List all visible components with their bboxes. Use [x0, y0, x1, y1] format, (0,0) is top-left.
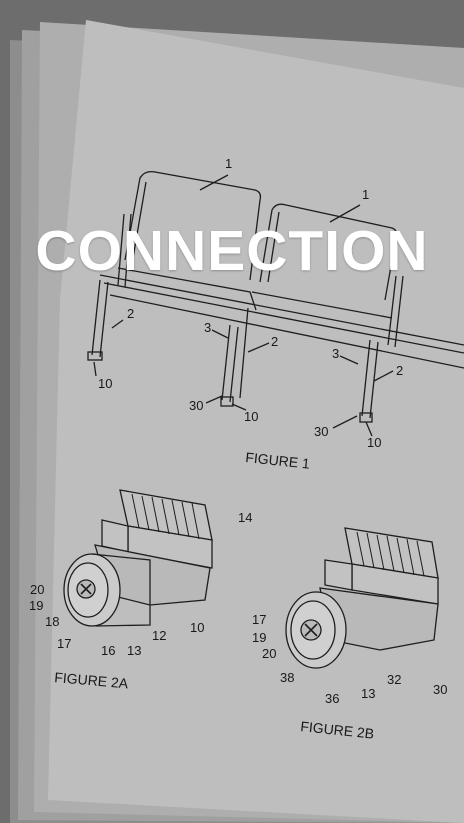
fig1-label-foot-left: 10	[98, 376, 112, 391]
fig2b-label-36: 36	[325, 691, 339, 706]
figure-2a-caption: FIGURE 2A	[54, 669, 130, 691]
figure-1-labels: 1 1 2 2 2 3 3 10 30 10 30 10 FIGURE 1	[98, 156, 403, 472]
figure-2b-caption: FIGURE 2B	[300, 718, 375, 742]
figure-1-drawing	[87, 170, 464, 437]
fig1-label-leg-right: 2	[396, 363, 403, 378]
fig1-label-beam-mid: 3	[204, 320, 211, 335]
fig1-label-seat-right: 1	[362, 187, 369, 202]
fig1-label-seat-left: 1	[225, 156, 232, 171]
fig2a-label-13: 13	[127, 643, 141, 658]
figure-2b-ribs	[356, 531, 425, 577]
figure-2a-labels: 14 20 19 18 17 16 13 12 10 FIGURE 2A	[29, 510, 252, 691]
fig1-label-foot-right-a: 30	[314, 424, 328, 439]
fig1-label-foot-mid-b: 10	[244, 409, 258, 424]
fig2a-label-14: 14	[238, 510, 252, 525]
fig2a-label-16: 16	[101, 643, 115, 658]
headline-title: CONNECTION	[35, 219, 429, 283]
fig2b-label-38: 38	[280, 670, 294, 685]
figure-2a-drawing	[63, 489, 213, 627]
fig1-label-foot-mid-a: 30	[189, 398, 203, 413]
fig2a-label-18: 18	[45, 614, 59, 629]
fig2b-label-13: 13	[361, 686, 375, 701]
fig2a-label-10: 10	[190, 620, 204, 635]
fig2b-label-19: 19	[252, 630, 266, 645]
figure-2a-ribs	[131, 493, 200, 540]
fig1-label-foot-right-b: 10	[367, 435, 381, 450]
fig1-label-beam-right: 3	[332, 346, 339, 361]
figure-1-caption: FIGURE 1	[245, 449, 311, 472]
fig2a-label-17: 17	[57, 636, 71, 651]
fig2a-label-19: 19	[29, 598, 43, 613]
fig1-label-leg-left: 2	[127, 306, 134, 321]
fig1-label-leg-mid: 2	[271, 334, 278, 349]
fig2b-label-30: 30	[433, 682, 447, 697]
fig2a-label-20: 20	[30, 582, 44, 597]
fig2b-label-20: 20	[262, 646, 276, 661]
figure-2b-labels: 17 19 20 38 36 13 32 30 FIGURE 2B	[252, 612, 447, 742]
fig2b-label-17: 17	[252, 612, 266, 627]
fig2a-label-12: 12	[152, 628, 166, 643]
fig2b-label-32: 32	[387, 672, 401, 687]
